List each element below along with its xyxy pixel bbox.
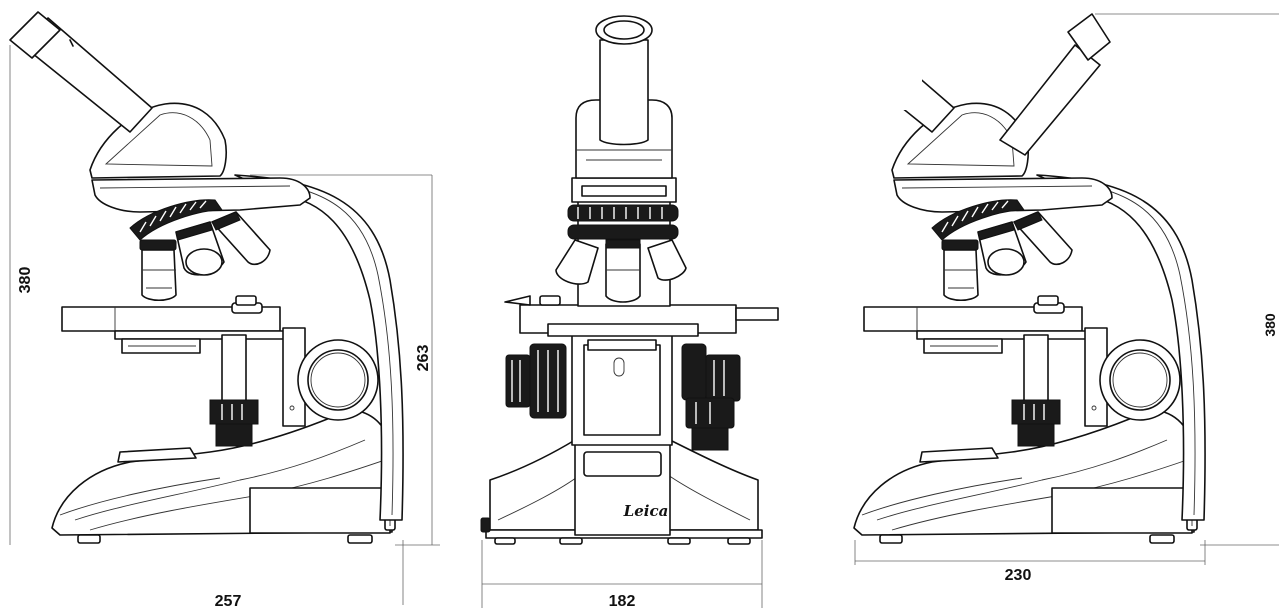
side-view-right-dimensions: 380 230 <box>854 13 1279 584</box>
front-view-dimensions: 182 <box>481 540 763 610</box>
dim-width-left: 257 <box>215 593 242 610</box>
dim-width-right: 230 <box>1005 567 1032 584</box>
dim-width-front: 182 <box>609 593 636 610</box>
side-view-left <box>9 11 404 544</box>
dim-height-total-right: 380 <box>1262 313 1278 337</box>
brand-logo: Leica <box>623 502 669 520</box>
dim-height-total-left: 380 <box>17 267 34 294</box>
side-view-right <box>802 0 1206 544</box>
side-view-left-dimensions: 380 263 257 <box>9 45 440 610</box>
dim-height-pillar-left: 263 <box>415 345 432 372</box>
front-view: Leica <box>480 15 779 545</box>
